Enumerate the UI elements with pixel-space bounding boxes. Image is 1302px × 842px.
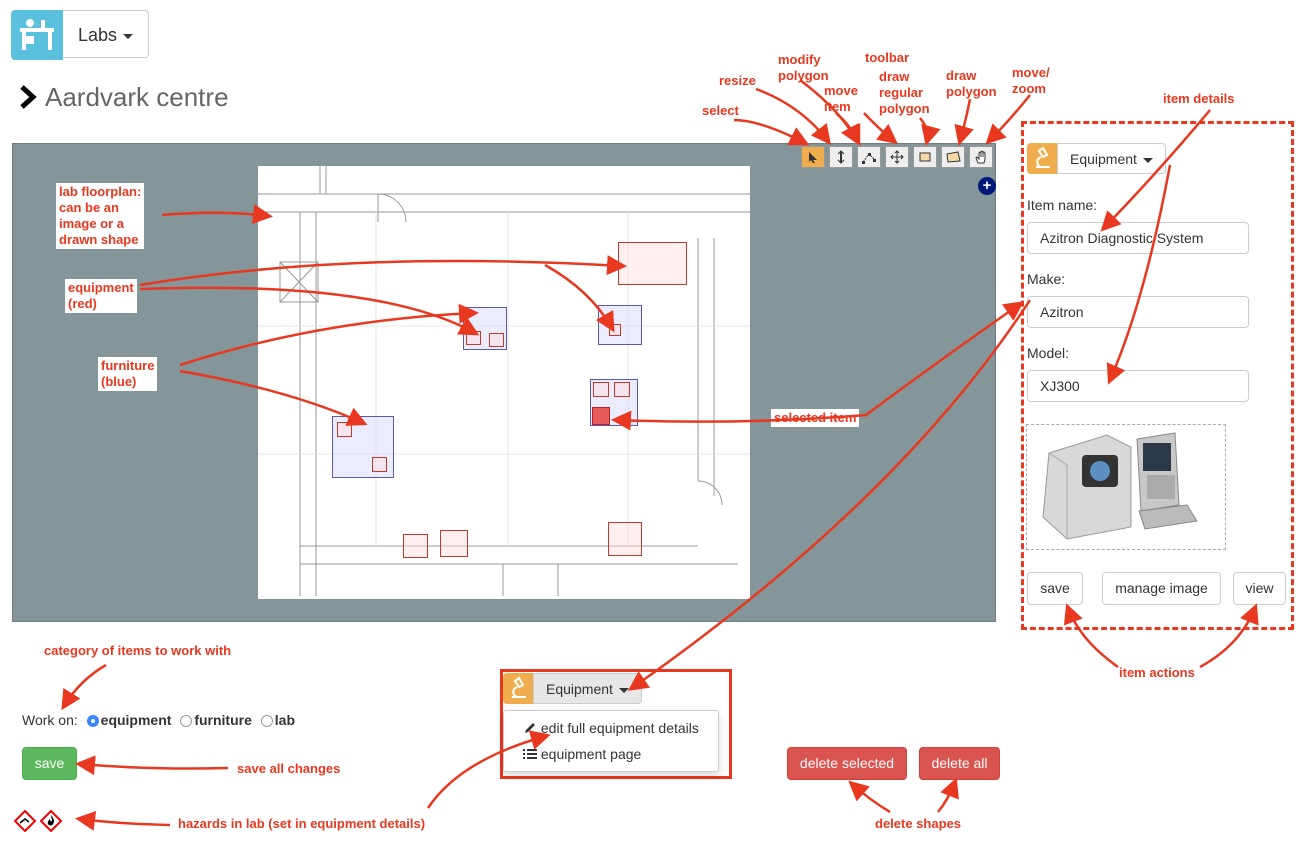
item-category-label: Equipment	[1070, 151, 1137, 167]
move-icon	[890, 150, 904, 164]
draw-polygon-tool-button[interactable]	[941, 146, 965, 168]
caret-down-icon	[1142, 157, 1153, 163]
modify-polygon-tool-button[interactable]	[857, 146, 881, 168]
equipment-shape[interactable]	[593, 382, 609, 397]
floorplan-callout: lab floorplan: can be an image or a draw…	[56, 183, 145, 249]
rectangle-icon	[919, 152, 931, 162]
hand-icon	[975, 150, 986, 164]
page-title: Aardvark centre	[45, 82, 229, 112]
edit-equipment-details-item[interactable]: edit full equipment details	[523, 720, 699, 736]
equipment-photo	[1042, 432, 1198, 540]
equipment-callout: equipment (red)	[65, 279, 137, 313]
delete-selected-button[interactable]: delete selected	[787, 747, 907, 780]
radio-equipment-label[interactable]: equipment	[100, 712, 172, 728]
work-on-label: Work on:	[22, 712, 78, 728]
item-save-button[interactable]: save	[1027, 572, 1083, 605]
resize-tool-annotation: resize	[719, 73, 756, 88]
select-tool-button[interactable]	[801, 146, 825, 168]
delete-shapes-annotation: delete shapes	[875, 816, 961, 831]
modify-polygon-icon	[862, 153, 876, 164]
caret-down-icon	[618, 687, 629, 693]
radio-furniture[interactable]	[180, 715, 193, 727]
move-zoom-tool-button[interactable]	[969, 146, 993, 168]
equipment-shape[interactable]	[403, 534, 428, 558]
cursor-icon	[809, 152, 817, 163]
hazards-annotation: hazards in lab (set in equipment details…	[178, 816, 426, 831]
radio-furniture-label[interactable]: furniture	[194, 712, 252, 728]
equipment-page-label: equipment page	[540, 746, 642, 762]
furniture-shape[interactable]	[332, 416, 394, 478]
select-tool-annotation: select	[702, 103, 739, 118]
selected-equipment-shape[interactable]	[592, 407, 610, 425]
model-label: Model:	[1027, 345, 1070, 361]
hazard-corrosive-icon[interactable]	[14, 810, 36, 832]
microscope-icon	[1027, 143, 1057, 174]
delete-all-button[interactable]: delete all	[919, 747, 1000, 780]
item-details-annotation: item details	[1163, 91, 1235, 106]
make-label: Make:	[1027, 271, 1066, 287]
toolbar-annotation: toolbar	[865, 50, 910, 65]
floorplan-drawing	[258, 166, 750, 596]
equipment-shape[interactable]	[608, 522, 642, 556]
item-name-label: Item name:	[1027, 197, 1098, 213]
move-zoom-annotation: move/ zoom	[1012, 65, 1050, 96]
radio-lab[interactable]	[260, 715, 273, 727]
equipment-shape[interactable]	[614, 382, 630, 397]
furniture-callout: furniture (blue)	[98, 357, 158, 391]
equipment-page-item[interactable]: equipment page	[523, 746, 641, 762]
equipment-shape[interactable]	[489, 333, 504, 347]
radio-lab-label[interactable]: lab	[274, 712, 296, 728]
equipment-shape[interactable]	[440, 530, 468, 557]
save-all-annotation: save all changes	[237, 761, 341, 776]
work-on-annotation: category of items to work with	[44, 643, 232, 658]
hazard-flammable-icon[interactable]	[40, 810, 62, 832]
equipment-menu-button[interactable]: Equipment	[533, 673, 642, 704]
selected-item-callout: selected item	[771, 409, 860, 427]
equipment-shape[interactable]	[609, 324, 621, 336]
radio-equipment[interactable]	[86, 715, 99, 727]
modify-polygon-annotation: modify polygon	[778, 52, 829, 83]
labs-logo-icon[interactable]	[11, 10, 63, 60]
labs-dropdown-button[interactable]: Labs	[63, 10, 149, 58]
edit-equipment-details-label: edit full equipment details	[540, 720, 699, 736]
caret-down-icon	[123, 33, 134, 39]
equipment-menu-label: Equipment	[546, 681, 613, 697]
chevron-right-icon	[20, 85, 37, 109]
move-item-tool-button[interactable]	[885, 146, 909, 168]
list-icon	[523, 749, 537, 759]
work-on-selector: Work on: equipment furniture lab	[22, 712, 295, 728]
item-image	[1026, 424, 1226, 550]
item-category-dropdown[interactable]: Equipment	[1057, 143, 1166, 174]
draw-polygon-annotation: draw polygon	[946, 68, 997, 99]
item-actions-annotation: item actions	[1119, 665, 1195, 680]
draw-regular-polygon-annotation: draw regular polygon	[879, 69, 930, 116]
equipment-dropdown-menu: edit full equipment details equipment pa…	[503, 710, 719, 772]
draw-regular-polygon-tool-button[interactable]	[913, 146, 937, 168]
zoom-in-button[interactable]: +	[978, 177, 996, 195]
item-name-input[interactable]: Azitron Diagnostic System	[1027, 222, 1249, 254]
move-item-annotation: move item	[824, 83, 858, 114]
polygon-icon	[946, 151, 961, 163]
save-all-button[interactable]: save	[22, 747, 77, 780]
equipment-menu-highlight	[500, 669, 732, 779]
manage-image-button[interactable]: manage image	[1102, 572, 1221, 605]
equipment-shape[interactable]	[618, 242, 687, 285]
labs-dropdown-label: Labs	[78, 25, 118, 45]
equipment-shape[interactable]	[372, 457, 387, 472]
resize-icon	[837, 150, 845, 164]
lab-floorplan[interactable]	[258, 166, 750, 599]
model-input[interactable]: XJ300	[1027, 370, 1249, 402]
equipment-shape[interactable]	[466, 331, 481, 345]
make-input[interactable]: Azitron	[1027, 296, 1249, 328]
item-view-button[interactable]: view	[1233, 572, 1286, 605]
microscope-icon	[503, 673, 533, 704]
equipment-shape[interactable]	[337, 422, 352, 437]
pencil-icon	[525, 723, 535, 733]
resize-tool-button[interactable]	[829, 146, 853, 168]
